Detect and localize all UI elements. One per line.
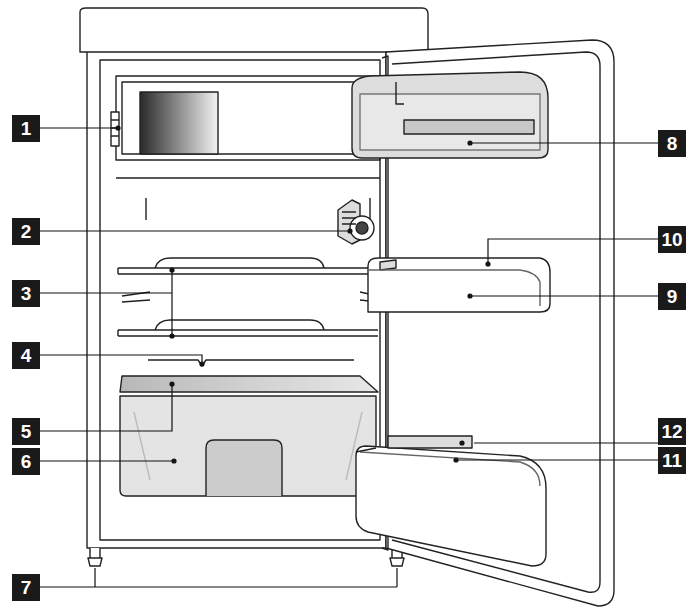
callout-number: 12 <box>658 418 686 445</box>
callout-number: 4 <box>12 342 40 369</box>
callout-number: 10 <box>658 226 686 253</box>
callout-number: 11 <box>658 447 686 474</box>
callout-number: 6 <box>12 448 40 475</box>
callout-number: 5 <box>12 418 40 445</box>
callout-number: 7 <box>12 574 40 601</box>
callout-number: 8 <box>658 130 686 157</box>
callout-number: 9 <box>658 283 686 310</box>
callout-number: 3 <box>12 280 40 307</box>
callout-number: 2 <box>12 218 40 245</box>
callout-number: 1 <box>12 115 40 142</box>
